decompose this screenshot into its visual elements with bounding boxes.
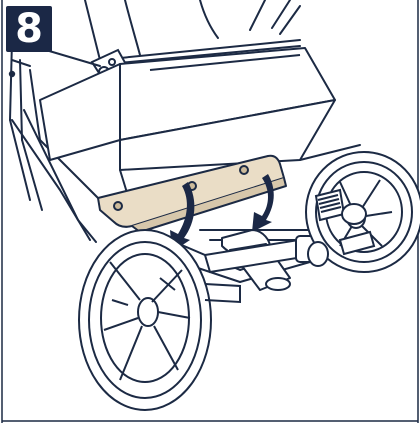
curved-arrow-down-icon: [252, 174, 274, 232]
left-frame-rails: [8, 39, 111, 243]
seat-tray: [39, 47, 336, 171]
brake-housing: [307, 188, 376, 267]
curved-arrow-down-icon: [170, 182, 195, 252]
seat-canopy: [84, 0, 301, 65]
left-wheel: [78, 229, 241, 411]
step-number-badge: 8: [6, 6, 52, 52]
